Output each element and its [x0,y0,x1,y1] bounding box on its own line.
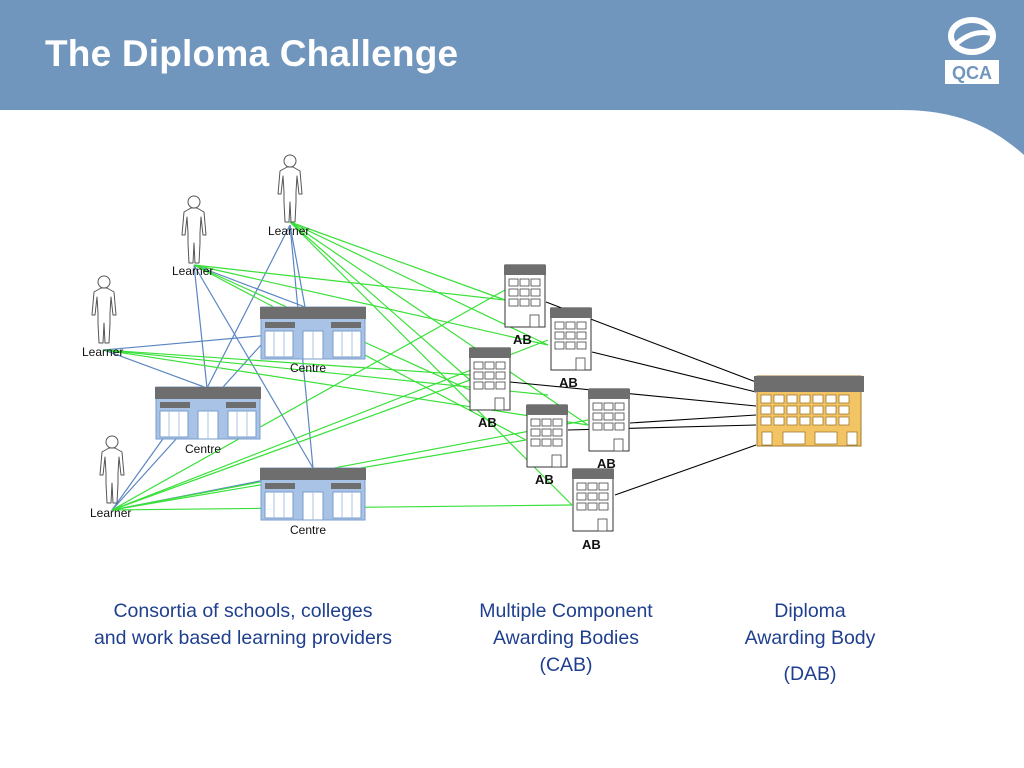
learner-label: Learner [90,506,131,520]
cab-caption: Multiple Component Awarding Bodies (CAB) [446,598,686,679]
ab-label: AB [582,537,601,552]
cab-caption-line3: (CAB) [539,654,593,676]
cab-caption-line1: Multiple Component [479,600,653,622]
learner: Learner [268,154,309,238]
qca-logo: QCA [945,17,999,84]
dab-caption-line2: Awarding Body [744,627,876,649]
awarding-body-building: AB [549,307,593,390]
centre-label: Centre [290,523,326,537]
ab-label: AB [597,456,616,471]
awarding-body-building: AB [571,468,615,552]
learner-label: Learner [82,345,123,359]
banner-shape [0,0,1024,155]
ab-label: AB [513,332,532,347]
cab-caption-line2: Awarding Bodies [493,627,639,649]
learner: Learner [172,195,213,278]
awarding-body-building: AB [503,264,547,347]
logo-text: QCA [952,63,992,83]
diagram: Learner Learner Learner Learner Centre C… [82,154,864,552]
dab-caption: Diploma Awarding Body (DAB) [710,598,910,688]
awarding-body-building: AB [468,347,512,430]
awarding-body-building: AB [587,388,631,471]
ab-dab-links [509,301,757,496]
awarding-body-building: AB [525,404,569,487]
learner-label: Learner [268,224,309,238]
centre-building: Centre [259,306,367,375]
header-banner [0,0,1024,155]
ab-label: AB [559,375,578,390]
ab-label: AB [535,472,554,487]
centre-label: Centre [185,442,221,456]
consortia-caption-line2: and work based learning providers [93,627,393,649]
dab-caption-line3: (DAB) [783,663,837,685]
dab-building [754,375,864,447]
centre-building: Centre [154,386,262,456]
centre-building: Centre [259,467,367,537]
consortia-caption: Consortia of schools, colleges and work … [52,598,434,652]
ab-label: AB [478,415,497,430]
centre-label: Centre [290,361,326,375]
consortia-caption-line1: Consortia of schools, colleges [113,600,373,622]
learner-label: Learner [172,264,213,278]
learner: Learner [90,435,131,520]
dab-caption-line1: Diploma [774,600,846,622]
learner: Learner [82,275,123,359]
slide-title: The Diploma Challenge [45,33,459,74]
